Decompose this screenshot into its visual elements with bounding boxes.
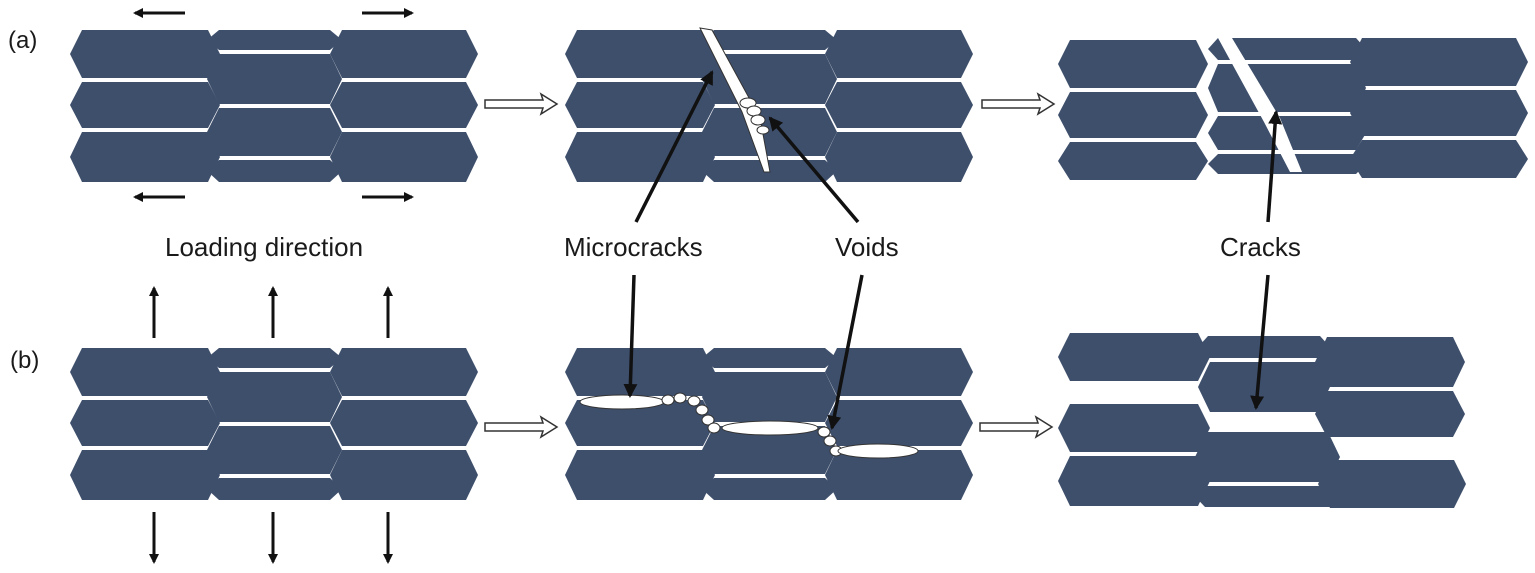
b3-bottom-left-tablet-1 [1058, 404, 1210, 452]
crack-a [1218, 38, 1302, 172]
void-a4 [756, 125, 770, 135]
loading-arrows-a [133, 8, 414, 202]
b2-middle-tablet-4 [702, 478, 837, 500]
stage-arrow-a1 [484, 92, 559, 116]
microcrack-a [699, 27, 771, 173]
a2-right-tablet-3 [825, 132, 973, 182]
stage-arrow-b1 [484, 415, 559, 439]
nacre-tablets [70, 30, 1528, 508]
b1-middle-tablet-4 [207, 478, 342, 500]
a2-right-tablet-1 [825, 30, 973, 78]
b2-middle-tablet-3 [702, 426, 837, 474]
b2-middle-tablet-2 [702, 372, 837, 422]
pointer-microcracks-a [634, 70, 714, 223]
b2-left-tablet-3 [565, 450, 715, 500]
a2-left-tablet-2 [565, 82, 715, 128]
label-voids: Voids [835, 232, 899, 262]
pointer-arrows [623, 70, 1283, 430]
b1-left-tablet-2 [70, 400, 220, 446]
a2-right-tablet-2 [825, 82, 973, 128]
a2-middle-tablet-3 [702, 108, 837, 156]
a1-middle-tablet-2 [207, 54, 342, 104]
b2-left-tablet-2 [565, 400, 715, 446]
a3-middle-tablet-1 [1208, 38, 1366, 60]
b1-left-tablet-1 [70, 348, 220, 396]
label-loading-direction: Loading direction [165, 232, 363, 262]
void-a3 [750, 114, 766, 126]
pointer-microcracks-b [623, 274, 638, 398]
a3-middle-tablet-2 [1208, 64, 1366, 112]
void-a2 [746, 105, 762, 117]
b1-right-tablet-2 [330, 400, 478, 446]
stage-arrow-b2 [979, 415, 1054, 439]
pointer-voids-a [768, 116, 860, 224]
b1-middle-tablet-1 [207, 348, 342, 368]
stage-arrows [484, 92, 1056, 439]
pointer-cracks-a [1266, 110, 1283, 223]
a2-left-tablet-1 [565, 30, 715, 78]
a1-left-tablet-3 [70, 132, 220, 182]
a3-right-tablet-2 [1350, 90, 1528, 136]
label-microcracks: Microcracks [564, 232, 703, 262]
a2-left-tablet-3 [565, 132, 715, 182]
b3-top-right-tablet-2 [1315, 391, 1465, 437]
b1-middle-tablet-3 [207, 426, 342, 474]
b3-bottom-mid-tablet-1 [1195, 432, 1340, 482]
a3-left-tablet-3 [1058, 142, 1208, 180]
a1-left-tablet-2 [70, 82, 220, 128]
a1-middle-tablet-4 [207, 160, 342, 182]
a1-middle-tablet-3 [207, 108, 342, 156]
panel-label-b: (b) [10, 347, 39, 374]
loading-arrows-b [149, 286, 393, 564]
b1-right-tablet-3 [330, 450, 478, 500]
stage-arrow-a2 [981, 92, 1056, 116]
b3-top-left-tablet [1058, 333, 1210, 381]
a1-left-tablet-1 [70, 30, 220, 78]
b1-left-tablet-3 [70, 450, 220, 500]
a3-left-tablet-2 [1058, 92, 1208, 138]
b2-right-tablet-3 [825, 450, 973, 500]
b3-bottom-mid-tablet-2 [1195, 486, 1340, 507]
b2-middle-tablet-1 [702, 348, 837, 368]
pointer-cracks-b [1250, 274, 1270, 410]
a1-right-tablet-1 [330, 30, 478, 78]
b3-top-right-tablet-1 [1315, 337, 1465, 387]
a3-right-tablet-1 [1350, 38, 1528, 86]
b1-middle-tablet-2 [207, 372, 342, 422]
b2-left-tablet-1 [565, 348, 715, 396]
b3-bottom-left-tablet-2 [1058, 456, 1210, 506]
a1-middle-tablet-1 [207, 30, 342, 50]
b1-right-tablet-1 [330, 348, 478, 396]
a1-right-tablet-2 [330, 82, 478, 128]
a1-right-tablet-3 [330, 132, 478, 182]
b2-right-tablet-2 [825, 400, 973, 446]
a3-middle-tablet-3 [1208, 116, 1366, 150]
b3-top-mid-tablet-1 [1198, 336, 1330, 358]
microcrack-b [579, 392, 919, 459]
a3-right-tablet-3 [1350, 140, 1528, 178]
b3-bottom-right-tablet [1318, 460, 1466, 508]
b2-right-tablet-1 [825, 348, 973, 396]
pointer-voids-b [827, 274, 864, 430]
a3-left-tablet-1 [1058, 40, 1208, 88]
b3-top-mid-tablet-2 [1198, 362, 1330, 412]
panel-label-a: (a) [8, 27, 37, 54]
a2-middle-tablet-1 [702, 30, 837, 50]
label-cracks: Cracks [1220, 232, 1301, 262]
